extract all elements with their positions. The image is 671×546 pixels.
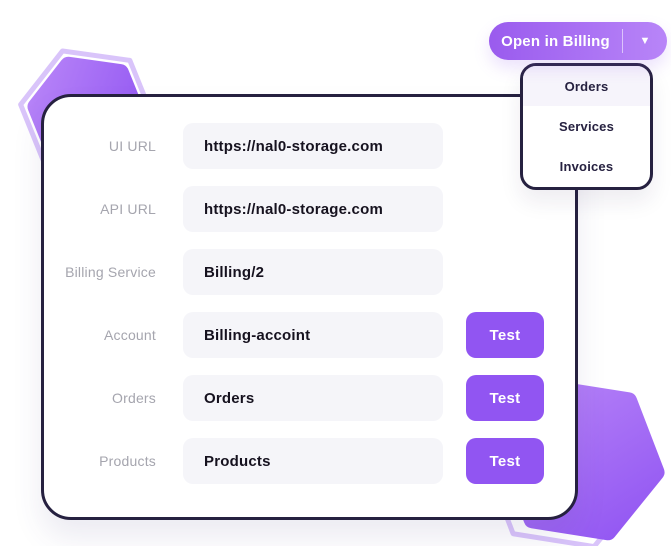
field-value: Products bbox=[204, 452, 271, 470]
text-input[interactable]: Billing-accoint bbox=[183, 312, 443, 358]
field-value: https://nal0-storage.com bbox=[204, 137, 383, 155]
menu-item-invoices[interactable]: Invoices bbox=[559, 159, 614, 175]
field-label: API URL bbox=[100, 201, 156, 217]
test-button[interactable]: Test bbox=[466, 375, 544, 421]
open-in-billing-label: Open in Billing bbox=[501, 32, 610, 50]
form-row: Billing Service Billing/2 Test bbox=[44, 249, 575, 295]
field-value: Billing/2 bbox=[204, 263, 265, 281]
field-value: Billing-accoint bbox=[204, 326, 311, 344]
form-row: Products Products Test bbox=[44, 438, 575, 484]
field-value: Orders bbox=[204, 389, 255, 407]
settings-card: UI URL https://nal0-storage.com Test API… bbox=[41, 94, 578, 520]
form-row: Orders Orders Test bbox=[44, 375, 575, 421]
form-row: UI URL https://nal0-storage.com Test bbox=[44, 123, 575, 169]
text-input[interactable]: Billing/2 bbox=[183, 249, 443, 295]
field-label: Account bbox=[104, 327, 156, 343]
test-button[interactable]: Test bbox=[466, 438, 544, 484]
button-divider bbox=[622, 29, 623, 53]
field-label: Products bbox=[99, 453, 156, 469]
text-input[interactable]: Products bbox=[183, 438, 443, 484]
text-input[interactable]: Orders bbox=[183, 375, 443, 421]
open-in-billing-button[interactable]: Open in Billing ▼ bbox=[489, 22, 667, 60]
test-button[interactable]: Test bbox=[466, 312, 544, 358]
menu-item-orders[interactable]: Orders bbox=[523, 66, 650, 107]
menu-item-services[interactable]: Services bbox=[558, 118, 615, 134]
text-input[interactable]: https://nal0-storage.com bbox=[183, 123, 443, 169]
billing-dropdown-menu: Orders Services Invoices bbox=[520, 63, 653, 190]
form-row: Account Billing-accoint Test bbox=[44, 312, 575, 358]
field-value: https://nal0-storage.com bbox=[204, 200, 383, 218]
text-input[interactable]: https://nal0-storage.com bbox=[183, 186, 443, 232]
form-rows: UI URL https://nal0-storage.com Test API… bbox=[44, 123, 575, 484]
caret-down-icon[interactable]: ▼ bbox=[639, 35, 651, 47]
field-label: Orders bbox=[112, 390, 156, 406]
form-row: API URL https://nal0-storage.com Test bbox=[44, 186, 575, 232]
field-label: UI URL bbox=[108, 138, 156, 154]
field-label: Billing Service bbox=[65, 264, 156, 280]
